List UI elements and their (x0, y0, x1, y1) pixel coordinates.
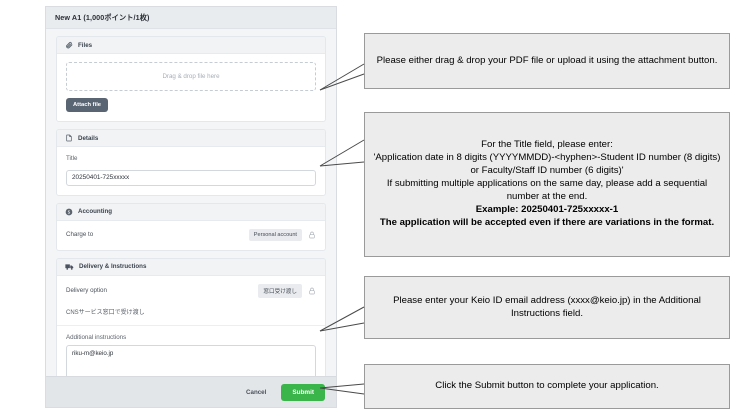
paperclip-icon (65, 41, 73, 49)
document-icon (65, 134, 73, 142)
details-section: Details Title (56, 129, 326, 196)
delivery-section-body: Delivery option 窓口受け渡し CNSサービス窓口で受け渡し (57, 276, 325, 376)
charge-to-badge[interactable]: Personal account (248, 228, 302, 241)
accounting-section-body: Charge to Personal account (57, 221, 325, 250)
files-section: Files Drag & drop file here Attach file (56, 36, 326, 122)
title-field-label: Title (66, 155, 78, 162)
delivery-option-row: Delivery option 窓口受け渡し (66, 283, 316, 298)
delivery-note: CNSサービス窓口で受け渡し (66, 309, 145, 316)
submit-button[interactable]: Submit (281, 383, 325, 401)
dropzone-label: Drag & drop file here (162, 73, 220, 80)
accounting-section: $ Accounting Charge to Personal account (56, 202, 326, 251)
charge-to-row: Charge to Personal account (66, 228, 316, 241)
files-section-label: Files (78, 41, 93, 49)
section-divider (57, 324, 325, 326)
dialog-title: New A1 (1,000ポイント/1枚) (55, 12, 150, 22)
delivery-option-label: Delivery option (66, 287, 107, 294)
annotation-title-text: For the Title field, please enter: 'Appl… (373, 139, 721, 202)
application-dialog: New A1 (1,000ポイント/1枚) Files Drag & drop … (45, 6, 337, 408)
dialog-header: New A1 (1,000ポイント/1枚) (46, 7, 336, 29)
lock-icon (308, 287, 316, 295)
delivery-section: Delivery & Instructions Delivery option … (56, 257, 326, 376)
delivery-section-label: Delivery & Instructions (79, 263, 147, 270)
truck-icon (65, 263, 74, 271)
delivery-option-value-group: 窓口受け渡し (258, 283, 316, 298)
annotation-title-text-bold: Example: 20250401-725xxxxx-1 The applica… (379, 203, 715, 228)
annotation-submit-callout: Click the Submit button to complete your… (364, 364, 730, 409)
dialog-body: Files Drag & drop file here Attach file (46, 29, 336, 376)
delivery-option-badge[interactable]: 窓口受け渡し (258, 283, 302, 298)
annotation-submit-text: Click the Submit button to complete your… (435, 380, 659, 392)
dollar-circle-icon: $ (65, 208, 73, 216)
additional-instructions-input[interactable] (66, 344, 316, 376)
file-dropzone[interactable]: Drag & drop file here (66, 62, 316, 91)
dialog-footer: Cancel Submit (46, 376, 336, 407)
accounting-section-label: Accounting (78, 208, 113, 215)
accounting-section-header: $ Accounting (57, 203, 325, 221)
lock-icon (308, 231, 316, 239)
cancel-button[interactable]: Cancel (240, 388, 272, 397)
files-section-header: Files (57, 37, 325, 54)
annotation-files-callout: Please either drag & drop your PDF file … (364, 33, 730, 89)
svg-text:$: $ (68, 209, 71, 215)
annotation-files-text: Please either drag & drop your PDF file … (376, 54, 718, 66)
additional-instructions-label: Additional instructions (66, 333, 127, 341)
attach-file-button[interactable]: Attach file (66, 98, 109, 112)
annotation-instructions-text: Please enter your Keio ID email address … (393, 294, 701, 319)
delivery-section-header: Delivery & Instructions (57, 258, 325, 276)
charge-to-value-group: Personal account (248, 228, 316, 241)
files-section-body: Drag & drop file here Attach file (57, 54, 325, 121)
annotation-instructions-callout: Please enter your Keio ID email address … (364, 276, 730, 339)
title-input[interactable] (66, 169, 316, 186)
charge-to-label: Charge to (66, 231, 94, 238)
details-section-body: Title (57, 147, 325, 195)
details-section-header: Details (57, 130, 325, 147)
annotation-title-callout: For the Title field, please enter: 'Appl… (364, 112, 730, 257)
details-section-label: Details (78, 134, 99, 142)
